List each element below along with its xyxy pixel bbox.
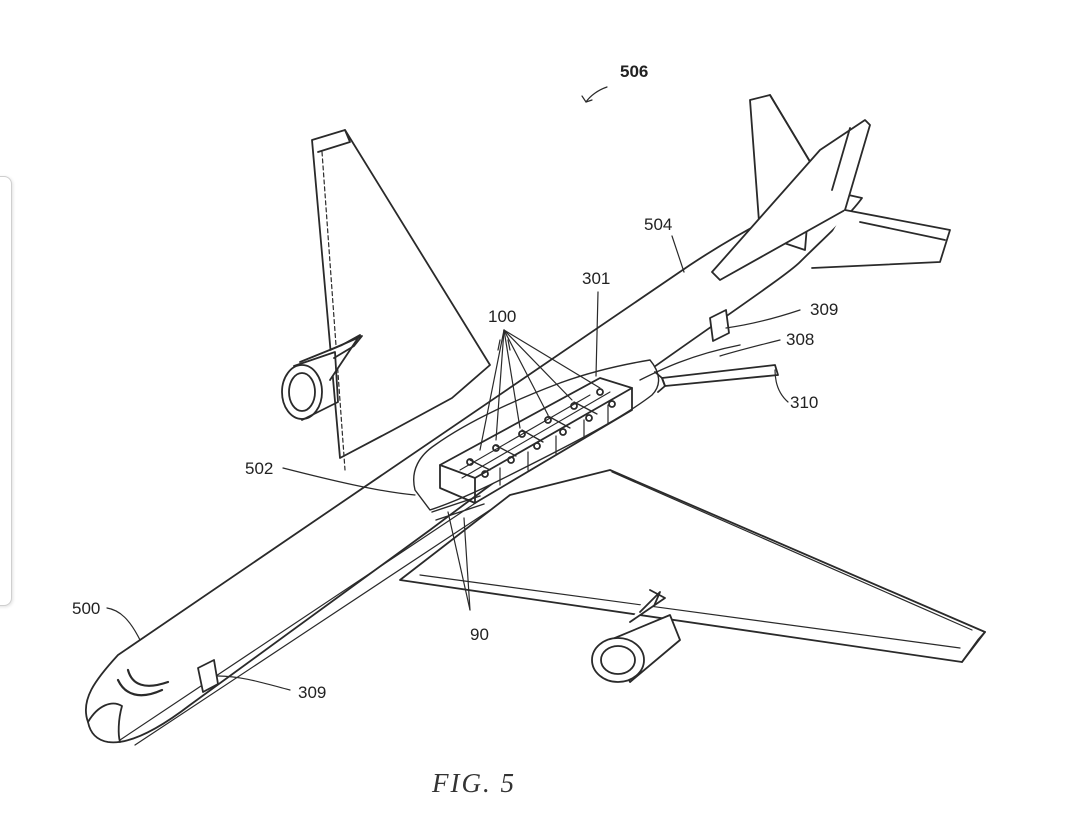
- figure-caption: FIG. 5: [431, 768, 516, 798]
- cable-and-connector: [639, 344, 779, 393]
- label-port-309-upper: 309: [810, 300, 838, 319]
- label-bay-502: 502: [245, 459, 273, 478]
- near-engine: [591, 589, 681, 683]
- side-panel-edge: [0, 176, 12, 606]
- near-wing: [399, 469, 986, 663]
- far-engine: [281, 334, 363, 421]
- horizontal-stabilizer: [711, 119, 951, 281]
- label-module-301: 301: [582, 269, 610, 288]
- label-view-506: 506: [620, 62, 648, 81]
- label-aircraft-500: 500: [72, 599, 100, 618]
- label-rails-90: 90: [470, 625, 489, 644]
- label-units-100: 100: [488, 307, 516, 326]
- far-wing: [311, 129, 491, 471]
- label-connector-310: 310: [790, 393, 818, 412]
- unit-markers: [466, 388, 616, 478]
- label-fuselage-504: 504: [644, 215, 672, 234]
- label-cable-308: 308: [786, 330, 814, 349]
- leader-lines: [106, 86, 801, 691]
- label-port-309-lower: 309: [298, 683, 326, 702]
- rails: [431, 495, 485, 521]
